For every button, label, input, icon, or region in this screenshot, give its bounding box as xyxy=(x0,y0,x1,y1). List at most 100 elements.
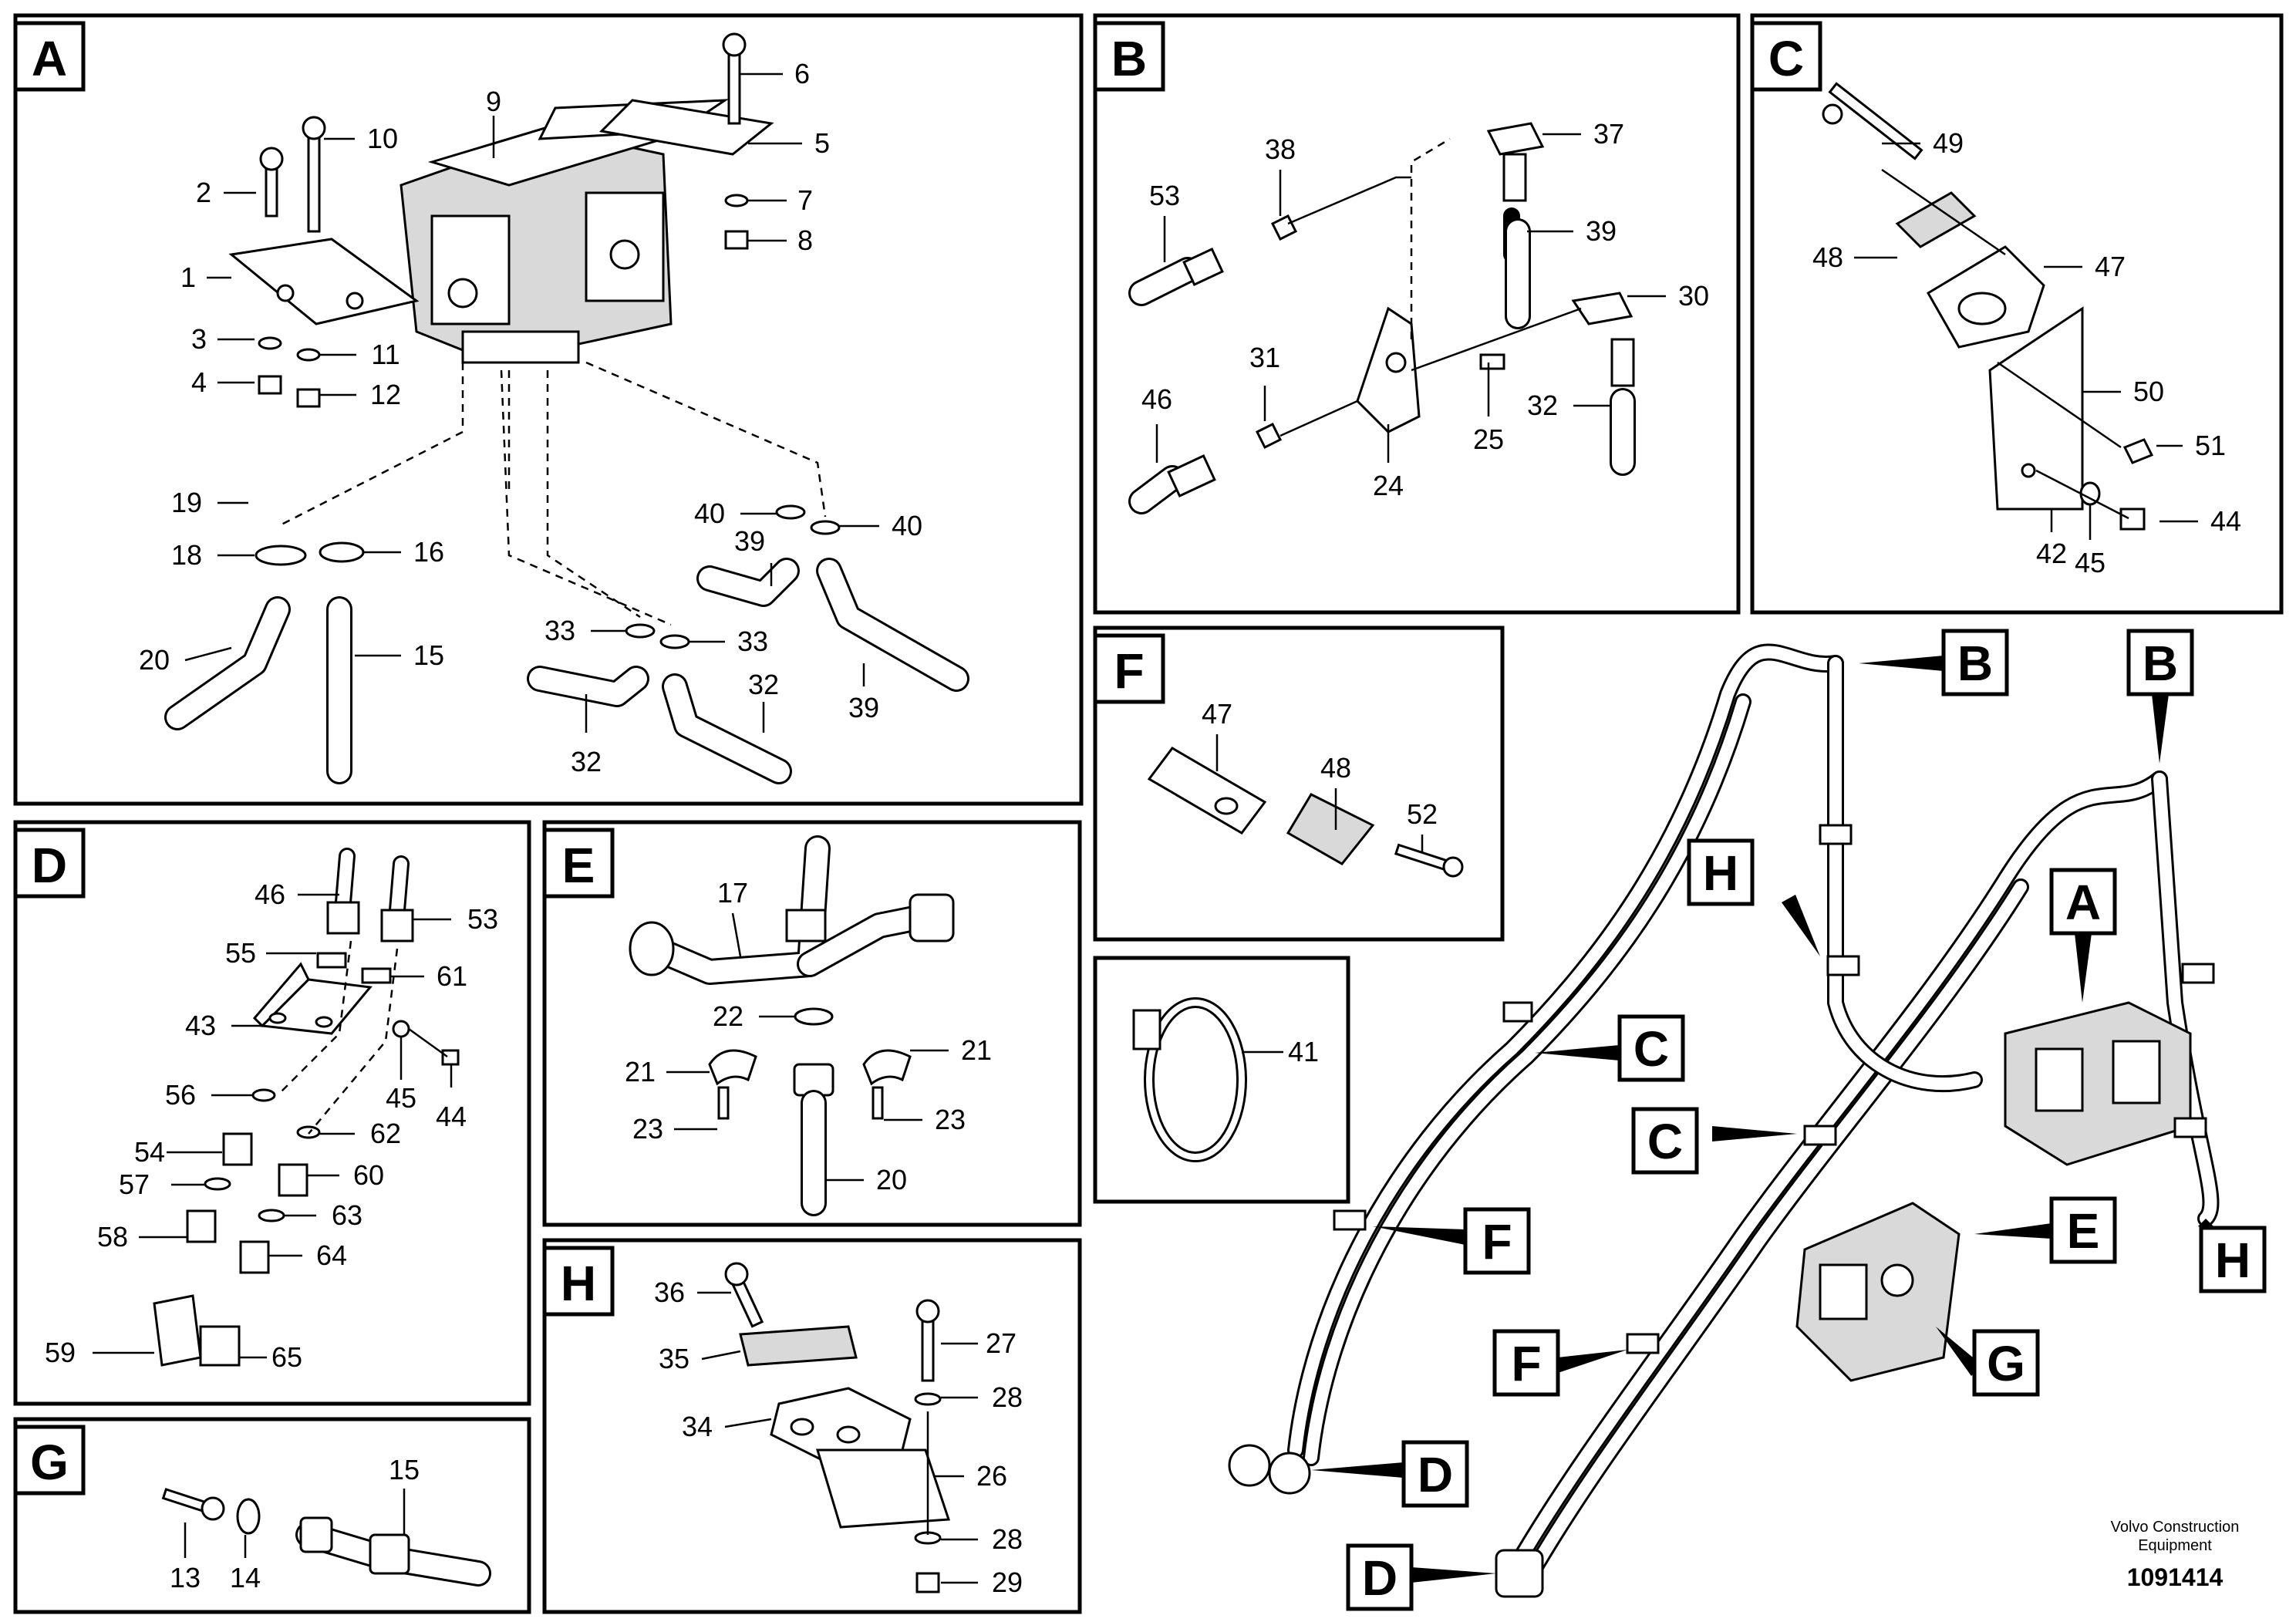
callout: 14 xyxy=(230,1562,261,1593)
callouts-panel-b: 24 25 30 31 32 37 38 39 46 53 xyxy=(1141,118,1709,501)
clamp-f-illustration xyxy=(1147,747,1464,878)
overview-markers: B B A H H C C E F F xyxy=(1311,629,2267,1611)
callout: 43 xyxy=(185,1010,216,1041)
callouts-panel-h: 26 27 28 28 29 34 35 36 xyxy=(654,1276,1023,1598)
callout: 28 xyxy=(992,1381,1023,1413)
callout: 24 xyxy=(1373,470,1404,501)
panel-a-letter: A xyxy=(32,31,67,86)
hose-strap-illustration xyxy=(1132,997,1247,1162)
callout: 48 xyxy=(1320,752,1351,784)
marker-f: F xyxy=(1511,1336,1541,1391)
panel-e-letter: E xyxy=(562,838,595,893)
callout: 32 xyxy=(1527,389,1558,421)
callout: 50 xyxy=(2133,376,2164,407)
callout: 53 xyxy=(1149,180,1180,211)
bracket-h-illustration xyxy=(724,1262,951,1593)
callout: 37 xyxy=(1593,118,1624,150)
callout: 40 xyxy=(892,510,922,541)
callout: 33 xyxy=(544,615,575,646)
marker-c: C xyxy=(1633,1021,1669,1077)
callout: 48 xyxy=(1812,241,1843,273)
callout: 45 xyxy=(2075,547,2106,578)
callout: 38 xyxy=(1265,133,1296,165)
marker-h: H xyxy=(1703,845,1738,901)
callout: 18 xyxy=(171,539,202,571)
callout: 25 xyxy=(1473,423,1504,455)
callout: 54 xyxy=(134,1136,165,1168)
callouts-panel-f: 47 48 52 xyxy=(1202,698,1438,851)
drawing-number: 1091414 xyxy=(2127,1563,2224,1591)
panel-e: E 17 20 21 21 xyxy=(542,820,1082,1227)
panel-d-letter: D xyxy=(32,838,67,893)
panel-f-letter: F xyxy=(1114,643,1144,699)
callout: 4 xyxy=(191,366,207,398)
callout: 23 xyxy=(935,1104,966,1135)
callout: 55 xyxy=(225,937,256,969)
callout: 39 xyxy=(1586,215,1617,247)
callout: 23 xyxy=(632,1113,663,1145)
callout: 39 xyxy=(848,692,879,723)
callout: 15 xyxy=(413,639,444,671)
callout: 44 xyxy=(436,1101,467,1132)
callouts-panel-a: 1 2 3 4 5 6 7 8 9 10 11 12 15 1 xyxy=(139,58,922,777)
brand-line-1: Volvo Construction xyxy=(2111,1519,2240,1536)
callout: 30 xyxy=(1678,280,1709,312)
callout: 9 xyxy=(486,86,501,117)
callout: 31 xyxy=(1249,342,1280,373)
panel-d: D xyxy=(13,820,531,1406)
callout: 11 xyxy=(371,339,400,370)
panel-f: F 47 48 52 xyxy=(1093,626,1505,942)
callout: 42 xyxy=(2036,538,2067,569)
marker-d: D xyxy=(1418,1447,1453,1502)
callout: 29 xyxy=(992,1566,1023,1598)
callout: 58 xyxy=(97,1221,128,1253)
callouts-panel-e: 17 20 21 21 22 23 23 xyxy=(625,877,992,1195)
callout: 3 xyxy=(191,323,207,355)
callout: 36 xyxy=(654,1276,685,1308)
panel-c-letter: C xyxy=(1768,31,1804,86)
control-valve-illustration xyxy=(164,32,969,784)
panel-41: 41 xyxy=(1093,956,1350,1204)
callout: 33 xyxy=(737,626,768,657)
panel-g: G 13 14 15 xyxy=(13,1417,531,1614)
panel-a: A xyxy=(13,13,1084,806)
callout: 6 xyxy=(794,58,810,89)
panel-c: C 42 44 45 47 48 xyxy=(1750,13,2284,615)
callout: 21 xyxy=(625,1056,656,1088)
callout: 59 xyxy=(45,1337,76,1368)
callout: 60 xyxy=(353,1159,384,1191)
marker-h: H xyxy=(2215,1233,2250,1288)
marker-d: D xyxy=(1362,1550,1397,1606)
callout: 46 xyxy=(255,878,285,910)
callout: 20 xyxy=(876,1164,907,1195)
panel-g-letter: G xyxy=(30,1435,69,1490)
marker-b: B xyxy=(2143,636,2178,691)
callouts-panel-g: 13 14 15 xyxy=(170,1454,420,1593)
callout: 12 xyxy=(370,379,401,410)
callout: 5 xyxy=(814,127,830,159)
callout: 46 xyxy=(1141,383,1172,415)
callout: 47 xyxy=(1202,698,1232,730)
callout: 47 xyxy=(2095,251,2126,282)
callout: 8 xyxy=(797,224,813,256)
callout: 27 xyxy=(986,1327,1017,1359)
overview-assembly xyxy=(1228,643,2220,1598)
bracket-hose-illustration xyxy=(1128,122,1636,514)
fitting-g-illustration xyxy=(161,1488,491,1587)
callout: 61 xyxy=(437,960,467,992)
callout: 7 xyxy=(797,184,813,216)
coupling-illustration xyxy=(153,848,460,1367)
marker-c: C xyxy=(1647,1114,1683,1169)
callout: 32 xyxy=(571,746,602,777)
callout: 1 xyxy=(180,261,196,293)
callout: 16 xyxy=(413,536,444,568)
clamp-bracket-illustration xyxy=(1822,82,2154,531)
callout: 13 xyxy=(170,1562,201,1593)
marker-e: E xyxy=(2067,1203,2100,1259)
callout: 45 xyxy=(386,1082,416,1114)
callout: 17 xyxy=(717,877,748,909)
callout: 49 xyxy=(1933,127,1964,159)
callout: 2 xyxy=(196,177,211,208)
callout: 26 xyxy=(976,1460,1007,1492)
